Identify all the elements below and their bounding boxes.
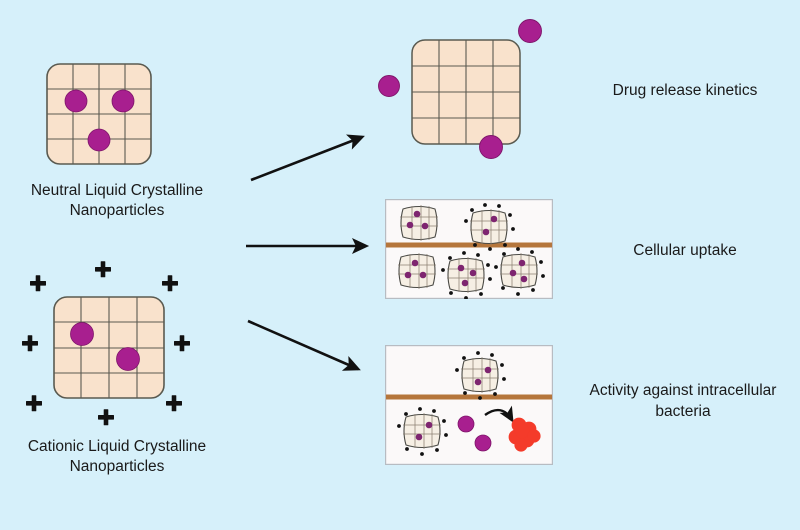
released-drug-dots <box>457 415 492 452</box>
activity-panel <box>385 345 553 465</box>
neutral-particle-body <box>46 63 152 165</box>
activity-particle-above-charged <box>455 351 506 400</box>
action-curved-arrow <box>484 405 514 423</box>
cationic-particle-body <box>53 296 165 399</box>
uptake-particle-below-neutral <box>398 253 436 289</box>
bacteria-cluster <box>508 417 541 452</box>
cellular-uptake-label: Cellular uptake <box>633 242 737 259</box>
plus-icon <box>162 275 178 292</box>
charge-marks <box>455 351 506 400</box>
cationic-surface-charges <box>22 261 190 426</box>
released-particle-grid <box>412 40 520 144</box>
plus-icon <box>174 335 190 352</box>
neutral-nanoparticle-diagram <box>40 58 160 174</box>
neutral-nanoparticle-caption: Neutral Liquid Crystalline Nanoparticles <box>30 182 204 219</box>
activity-label: Activity against intracellular bacteria <box>589 382 777 420</box>
cationic-drug-dots <box>70 322 140 371</box>
plus-icon <box>98 409 114 426</box>
cellular-uptake-panel <box>385 199 553 299</box>
uptake-particle-below-charged-1 <box>441 251 492 299</box>
drug-release-panel <box>370 14 550 174</box>
released-particle-body <box>411 39 521 145</box>
neutral-drug-dots <box>64 89 135 152</box>
plus-icon <box>95 261 111 278</box>
charge-marks <box>494 247 545 296</box>
uptake-particle-above-neutral <box>400 205 438 241</box>
charge-marks <box>441 251 492 299</box>
charge-marks <box>397 407 448 456</box>
charge-marks <box>464 203 515 251</box>
released-drug-dots <box>378 19 542 159</box>
drug-release-label: Drug release kinetics <box>612 82 758 99</box>
uptake-particle-charged-crossing <box>464 203 515 251</box>
plus-icon <box>166 395 182 412</box>
arrow-to-cellular-uptake <box>240 232 385 260</box>
plus-icon <box>22 335 38 352</box>
activity-particle-below-charged <box>397 407 448 456</box>
arrow-to-drug-release <box>240 115 385 195</box>
cationic-particle-grid <box>54 297 164 398</box>
cationic-nanoparticle-diagram <box>16 253 206 433</box>
plus-icon <box>30 275 46 292</box>
plus-icon <box>26 395 42 412</box>
arrow-to-activity <box>240 305 385 387</box>
cationic-nanoparticle-caption: Cationic Liquid Crystalline Nanoparticle… <box>27 438 207 475</box>
uptake-particle-below-charged-2 <box>494 247 545 296</box>
